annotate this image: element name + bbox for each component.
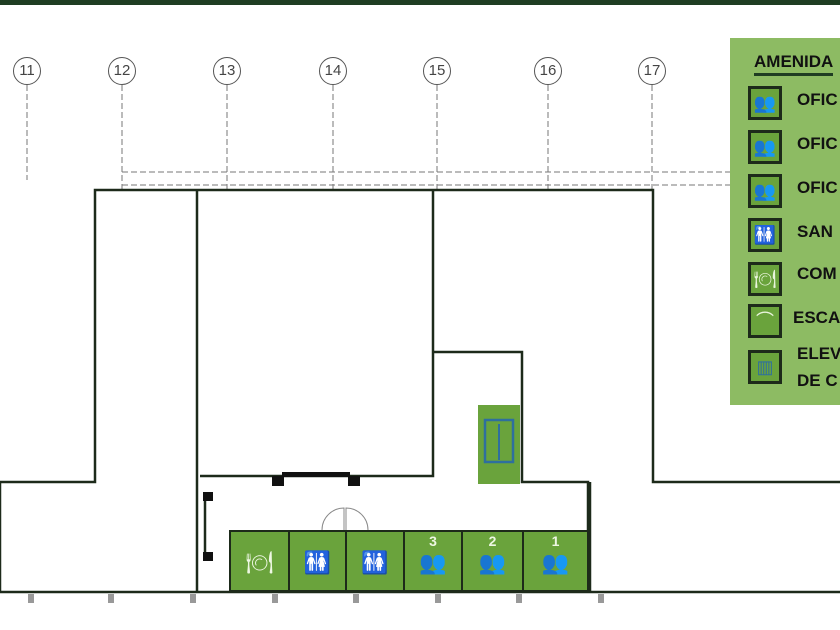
legend-label: ELEV bbox=[797, 344, 840, 363]
elevator-icon bbox=[483, 418, 515, 464]
grid-label: 12 bbox=[108, 57, 136, 85]
piers bbox=[28, 594, 604, 603]
elevator bbox=[478, 405, 520, 484]
legend-label: OFIC bbox=[797, 90, 838, 109]
top-bar bbox=[0, 0, 840, 5]
meeting-icon: 👥 bbox=[748, 174, 782, 208]
grid-label: 16 bbox=[534, 57, 562, 85]
grid-label: 14 bbox=[319, 57, 347, 85]
legend-label: OFIC bbox=[797, 134, 838, 153]
restroom-icon: 🚻 bbox=[748, 218, 782, 252]
legend-label: ESCA bbox=[793, 308, 840, 327]
restroom-icon: 🚻 bbox=[361, 550, 389, 575]
grid-lines bbox=[26, 85, 740, 190]
grid-label: 13 bbox=[213, 57, 241, 85]
meeting-icon: 👥 bbox=[748, 130, 782, 164]
meeting-icon: 👥 bbox=[748, 86, 782, 120]
room-dining[interactable]: 🍽 bbox=[229, 530, 290, 592]
room-office-2[interactable]: 2👥 bbox=[461, 530, 524, 592]
restroom-icon: 🚻 bbox=[303, 550, 332, 575]
room-restroom[interactable]: 🚻 bbox=[288, 530, 347, 592]
grid-label: 17 bbox=[638, 57, 666, 85]
legend-label: SAN bbox=[797, 222, 833, 241]
room-office-3[interactable]: 3👥 bbox=[403, 530, 463, 592]
grid-label: 15 bbox=[423, 57, 451, 85]
legend: AMENIDA 👥 OFIC 👥 OFIC 👥 OFIC 🚻 SAN 🍽 COM ⌒ ESC… bbox=[730, 38, 840, 405]
legend-label: COM bbox=[797, 264, 837, 283]
meeting-icon: 👥 bbox=[541, 550, 570, 575]
door-swing bbox=[321, 507, 369, 531]
dining-icon: 🍽 bbox=[748, 262, 782, 296]
elevator-icon: ▥ bbox=[748, 350, 782, 384]
meeting-icon: 👥 bbox=[419, 550, 447, 575]
dining-icon: 🍽 bbox=[245, 550, 274, 575]
legend-title: AMENIDA bbox=[754, 52, 834, 76]
meeting-icon: 👥 bbox=[478, 550, 507, 575]
room-office-1[interactable]: 1👥 bbox=[522, 530, 589, 592]
walls bbox=[0, 188, 840, 594]
room-restroom[interactable]: 🚻 bbox=[345, 530, 405, 592]
stairs-icon: ⌒ bbox=[748, 304, 782, 338]
legend-label: DE C bbox=[797, 371, 838, 390]
columns bbox=[203, 472, 360, 561]
legend-label: OFIC bbox=[797, 178, 838, 197]
grid-label: 11 bbox=[13, 57, 41, 85]
